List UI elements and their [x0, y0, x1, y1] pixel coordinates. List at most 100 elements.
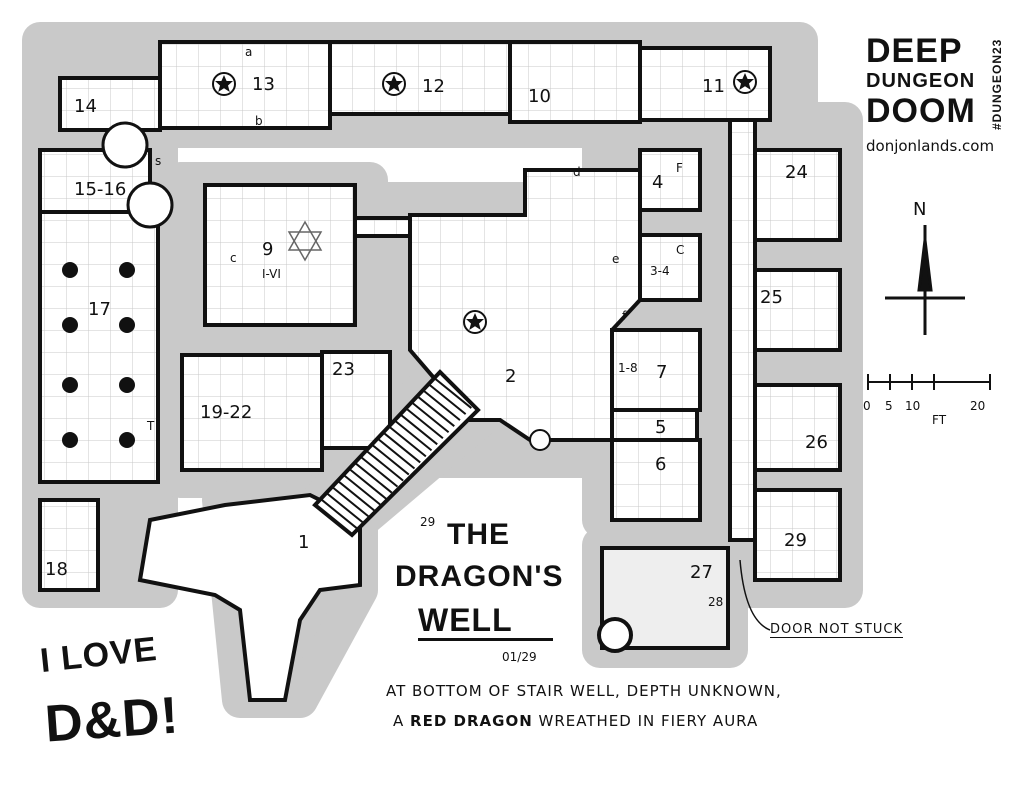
label-28: 28 [708, 595, 723, 609]
stair-tread [388, 425, 427, 458]
title-line-3: WELL [418, 602, 553, 641]
label-12: 12 [422, 76, 445, 97]
compass-rose [885, 225, 965, 335]
stair-tread [359, 455, 399, 488]
label-25: 25 [760, 287, 783, 308]
stair-tread [320, 498, 359, 530]
label-8: 1-8 [618, 361, 638, 375]
label-17: 17 [88, 299, 111, 320]
well-icon [597, 617, 633, 653]
label-18: 18 [45, 559, 68, 580]
label-9-sub: I-VI [262, 267, 281, 281]
door-note: DOOR NOT STUCK [770, 622, 903, 638]
room-23 [320, 350, 392, 450]
stair-tread [325, 492, 364, 524]
stair-tread [393, 419, 433, 452]
room-10 [508, 40, 642, 124]
hexagram-icon [287, 220, 323, 262]
label-7: 7 [656, 362, 667, 383]
label-29: 29 [784, 530, 807, 551]
stair-tread [405, 407, 444, 440]
star-icon [463, 310, 487, 334]
scale-tick-0: 0 [863, 399, 871, 413]
label-2: 2 [505, 366, 516, 387]
title-number: 29 [420, 515, 436, 529]
room-19 [180, 353, 324, 472]
star-icon [733, 70, 757, 94]
sublabel-c: c [230, 251, 237, 265]
description-prefix: A [393, 712, 405, 730]
label-6: 6 [655, 454, 666, 475]
label-14: 14 [74, 96, 97, 117]
room-24 [753, 148, 842, 242]
stair-tread [433, 377, 472, 409]
brand-line-1: DEEP [866, 32, 963, 70]
stair-tread [365, 449, 404, 482]
description-line-2: A RED DRAGON WREATHED IN FIERY AURA [393, 712, 758, 730]
signature-line-2: D&D! [43, 686, 181, 754]
title-date: 01/29 [502, 650, 537, 664]
well-grate-icon [529, 429, 551, 451]
sublabel-f: f [622, 309, 627, 323]
door-note-leader [739, 559, 771, 631]
pillars [62, 262, 135, 448]
stair-tread [331, 486, 370, 518]
room-4 [638, 148, 702, 212]
sublabel-s: s [155, 154, 161, 168]
stair-tread [371, 443, 410, 476]
label-19: 19-22 [200, 402, 252, 423]
brand-line-2: DUNGEON [866, 70, 976, 92]
room-18 [38, 498, 100, 592]
sublabel-d: d [573, 165, 581, 179]
room-5 [610, 408, 699, 442]
great-staircase [312, 369, 481, 538]
stair-tread [354, 461, 393, 494]
label-5: 5 [655, 417, 666, 438]
title-line-1: THE [447, 518, 510, 551]
label-26: 26 [805, 432, 828, 453]
stair-tread [399, 413, 438, 446]
scale-tick-20: 20 [970, 399, 985, 413]
brand-line-3: DOOM [866, 92, 976, 130]
room-17 [38, 210, 160, 484]
room-labels: 13 12 10 11 14 15-16 17 18 9 I-VI 2 19-2… [45, 45, 828, 609]
scale-tick-10: 10 [905, 399, 920, 413]
scale-bar [867, 374, 991, 390]
sublabel-C: C [676, 243, 684, 257]
corridor-east [728, 118, 757, 542]
label-23: 23 [332, 359, 355, 380]
scale-unit: FT [932, 413, 947, 427]
room-9 [203, 183, 357, 327]
spiral-stair-icon-2 [101, 121, 149, 169]
description-emphasis: RED DRAGON [410, 712, 533, 730]
label-4: 4 [652, 172, 663, 193]
stair-tread [348, 467, 387, 500]
scale-tick-5: 5 [885, 399, 893, 413]
label-15: 15-16 [74, 179, 126, 200]
label-10: 10 [528, 86, 551, 107]
sublabel-b: b [255, 114, 263, 128]
room-26 [753, 383, 842, 472]
room-6 [610, 438, 702, 522]
label-11: 11 [702, 76, 725, 97]
room-7 [610, 328, 702, 412]
title-line-2: DRAGON'S [395, 560, 564, 593]
label-1: 1 [298, 532, 309, 553]
star-icon [212, 72, 236, 96]
label-24: 24 [785, 162, 808, 183]
description-line-1: AT BOTTOM OF STAIR WELL, DEPTH UNKNOWN, [386, 682, 782, 700]
star-icon [382, 72, 406, 96]
brand-website: donjonlands.com [866, 137, 995, 155]
spiral-stair-icon [126, 181, 174, 229]
stair-tread [342, 473, 382, 506]
stair-tread [337, 480, 376, 512]
description-suffix: WREATHED IN FIERY AURA [538, 712, 759, 730]
room-12 [328, 40, 512, 116]
compass-north-label: N [913, 199, 926, 220]
sublabel-e: e [612, 252, 619, 266]
room-29 [753, 488, 842, 582]
room-13 [158, 40, 332, 130]
room-14 [58, 76, 162, 132]
room-25 [753, 268, 842, 352]
